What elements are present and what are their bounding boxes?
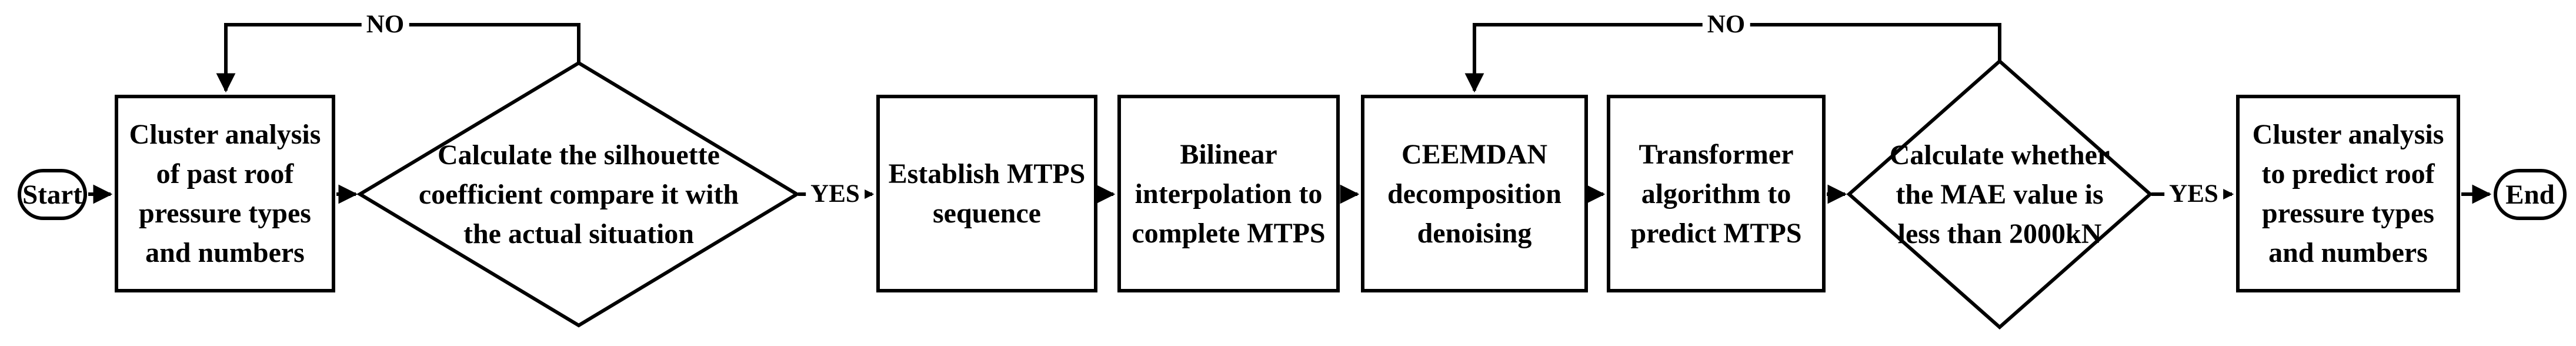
node-start: Start — [18, 169, 87, 220]
node-cluster-analysis-past-label: Cluster analysis of past roof pressure t… — [129, 119, 321, 268]
node-transformer-predict: Transformer algorithm to predict MTPS — [1607, 95, 1826, 292]
edge-label-yes-silhouette: YES — [806, 179, 865, 209]
node-establish-mtps: Establish MTPS sequence — [876, 95, 1097, 292]
node-end-label: End — [2505, 179, 2555, 210]
node-cluster-analysis-predict-label: Cluster analysis to predict roof pressur… — [2252, 119, 2444, 268]
node-ceemdan-denoising-label: CEEMDAN decomposition denoising — [1387, 138, 1561, 249]
node-transformer-predict-label: Transformer algorithm to predict MTPS — [1630, 138, 1802, 249]
decision-silhouette-label: Calculate the silhouette coefficient com… — [418, 139, 739, 249]
decision-mae-diamond — [1846, 58, 2153, 330]
node-bilinear-interpolation: Bilinear interpolation to complete MTPS — [1117, 95, 1340, 292]
decision-mae-label: Calculate whether the MAE value is less … — [1889, 139, 2110, 249]
node-end: End — [2494, 169, 2567, 220]
node-bilinear-interpolation-label: Bilinear interpolation to complete MTPS — [1132, 138, 1326, 249]
edge-label-no-silhouette: NO — [361, 10, 409, 39]
node-cluster-analysis-predict: Cluster analysis to predict roof pressur… — [2236, 95, 2460, 292]
node-start-label: Start — [22, 179, 82, 210]
node-cluster-analysis-past: Cluster analysis of past roof pressure t… — [115, 95, 335, 292]
node-ceemdan-denoising: CEEMDAN decomposition denoising — [1361, 95, 1588, 292]
decision-silhouette-diamond — [356, 61, 800, 328]
node-establish-mtps-label: Establish MTPS sequence — [888, 158, 1086, 229]
edge-label-no-mae: NO — [1702, 10, 1750, 39]
edge-label-yes-mae: YES — [2164, 179, 2223, 209]
